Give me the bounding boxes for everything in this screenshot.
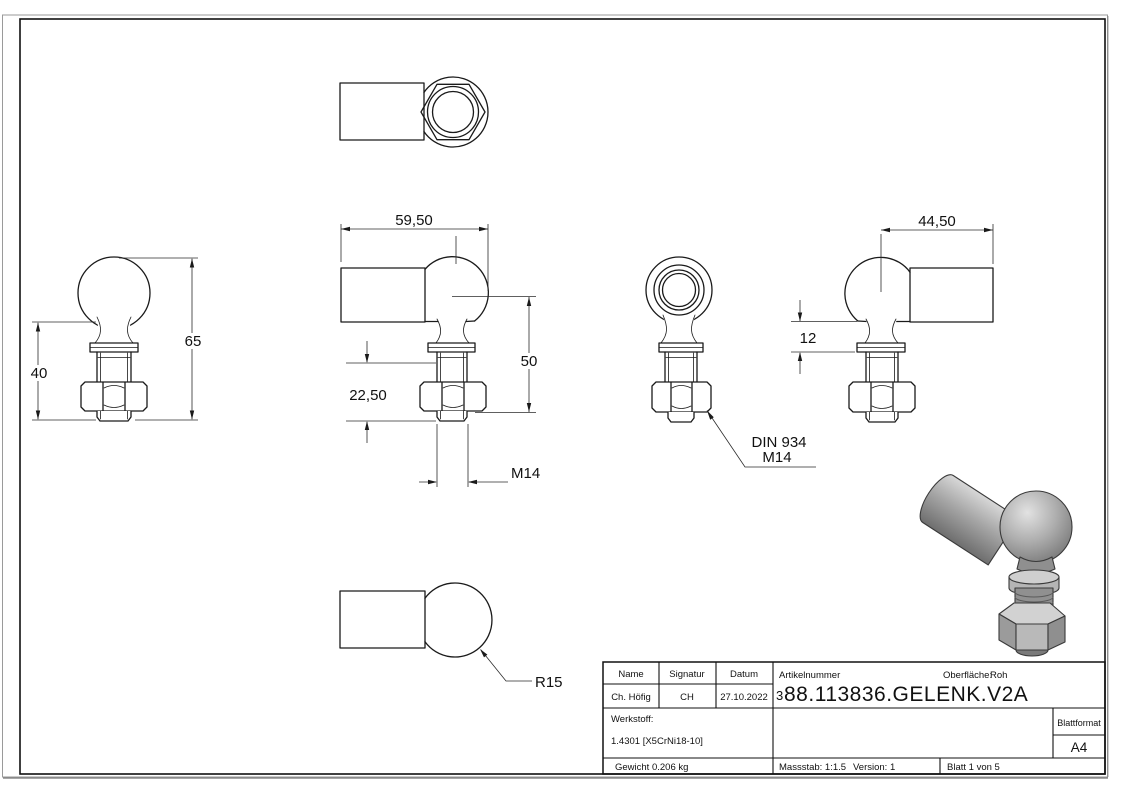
tb-name-label: Name <box>618 669 643 680</box>
tb-artikelnummer-label: Artikelnummer <box>779 670 840 681</box>
front-view: 65 40 <box>26 256 206 422</box>
tb-name-value: Ch. Höfig <box>611 692 651 703</box>
tb-blatt: Blatt 1 von 5 <box>947 762 1000 773</box>
tb-gewicht: Gewicht 0.206 kg <box>615 762 688 773</box>
iso-3d-render <box>919 474 1073 657</box>
tb-oberflaeche-label: Oberfläche: <box>943 670 992 681</box>
tb-werkstoff-value: 1.4301 [X5CrNi18-10] <box>611 736 703 747</box>
tb-signatur-value: CH <box>680 692 694 703</box>
sheet-border <box>2 14 1109 779</box>
tb-artikelnummer-value: 88.113836.GELENK.V2A <box>784 683 1028 706</box>
tb-signatur-label: Signatur <box>669 669 704 680</box>
nut-leader-thread: M14 <box>762 449 791 466</box>
dim-side-lower: 22,50 <box>349 387 387 404</box>
right-side-view: 44,50 12 <box>791 213 994 423</box>
dim-right-width: 44,50 <box>918 213 956 230</box>
nut-leader-din: DIN 934 <box>751 434 806 451</box>
dim-right-offset: 12 <box>800 330 817 347</box>
dim-side-height: 50 <box>521 353 538 370</box>
tb-blattformat-value: A4 <box>1071 740 1088 755</box>
dim-bottom-radius: R15 <box>535 674 563 691</box>
tb-datum-value: 27.10.2022 <box>720 692 768 703</box>
dim-front-lower-height: 40 <box>31 365 48 382</box>
dim-front-total-height: 65 <box>185 333 202 350</box>
tb-blattformat-label: Blattformat <box>1057 718 1101 728</box>
title-block: Name Signatur Datum Ch. Höfig CH 27.10.2… <box>602 661 1106 775</box>
eye-view: DIN 934 M14 <box>645 256 816 468</box>
side-view: 59,50 50 22,50 M14 <box>340 212 541 487</box>
dim-side-width: 59,50 <box>395 212 433 229</box>
tb-artikelnummer-prefix: 3 <box>776 688 783 703</box>
tb-datum-label: Datum <box>730 669 758 680</box>
bottom-view: R15 <box>339 582 563 691</box>
dim-side-thread: M14 <box>511 465 540 482</box>
tb-werkstoff-label: Werkstoff: <box>611 714 653 725</box>
iso-ball <box>999 490 1073 564</box>
tb-oberflaeche-value: Roh <box>990 670 1007 681</box>
tb-massstab: Massstab: 1:1.5 <box>779 762 846 773</box>
tb-version: Version: 1 <box>853 762 895 773</box>
top-view <box>339 76 489 148</box>
drawing-frame <box>19 18 1106 775</box>
